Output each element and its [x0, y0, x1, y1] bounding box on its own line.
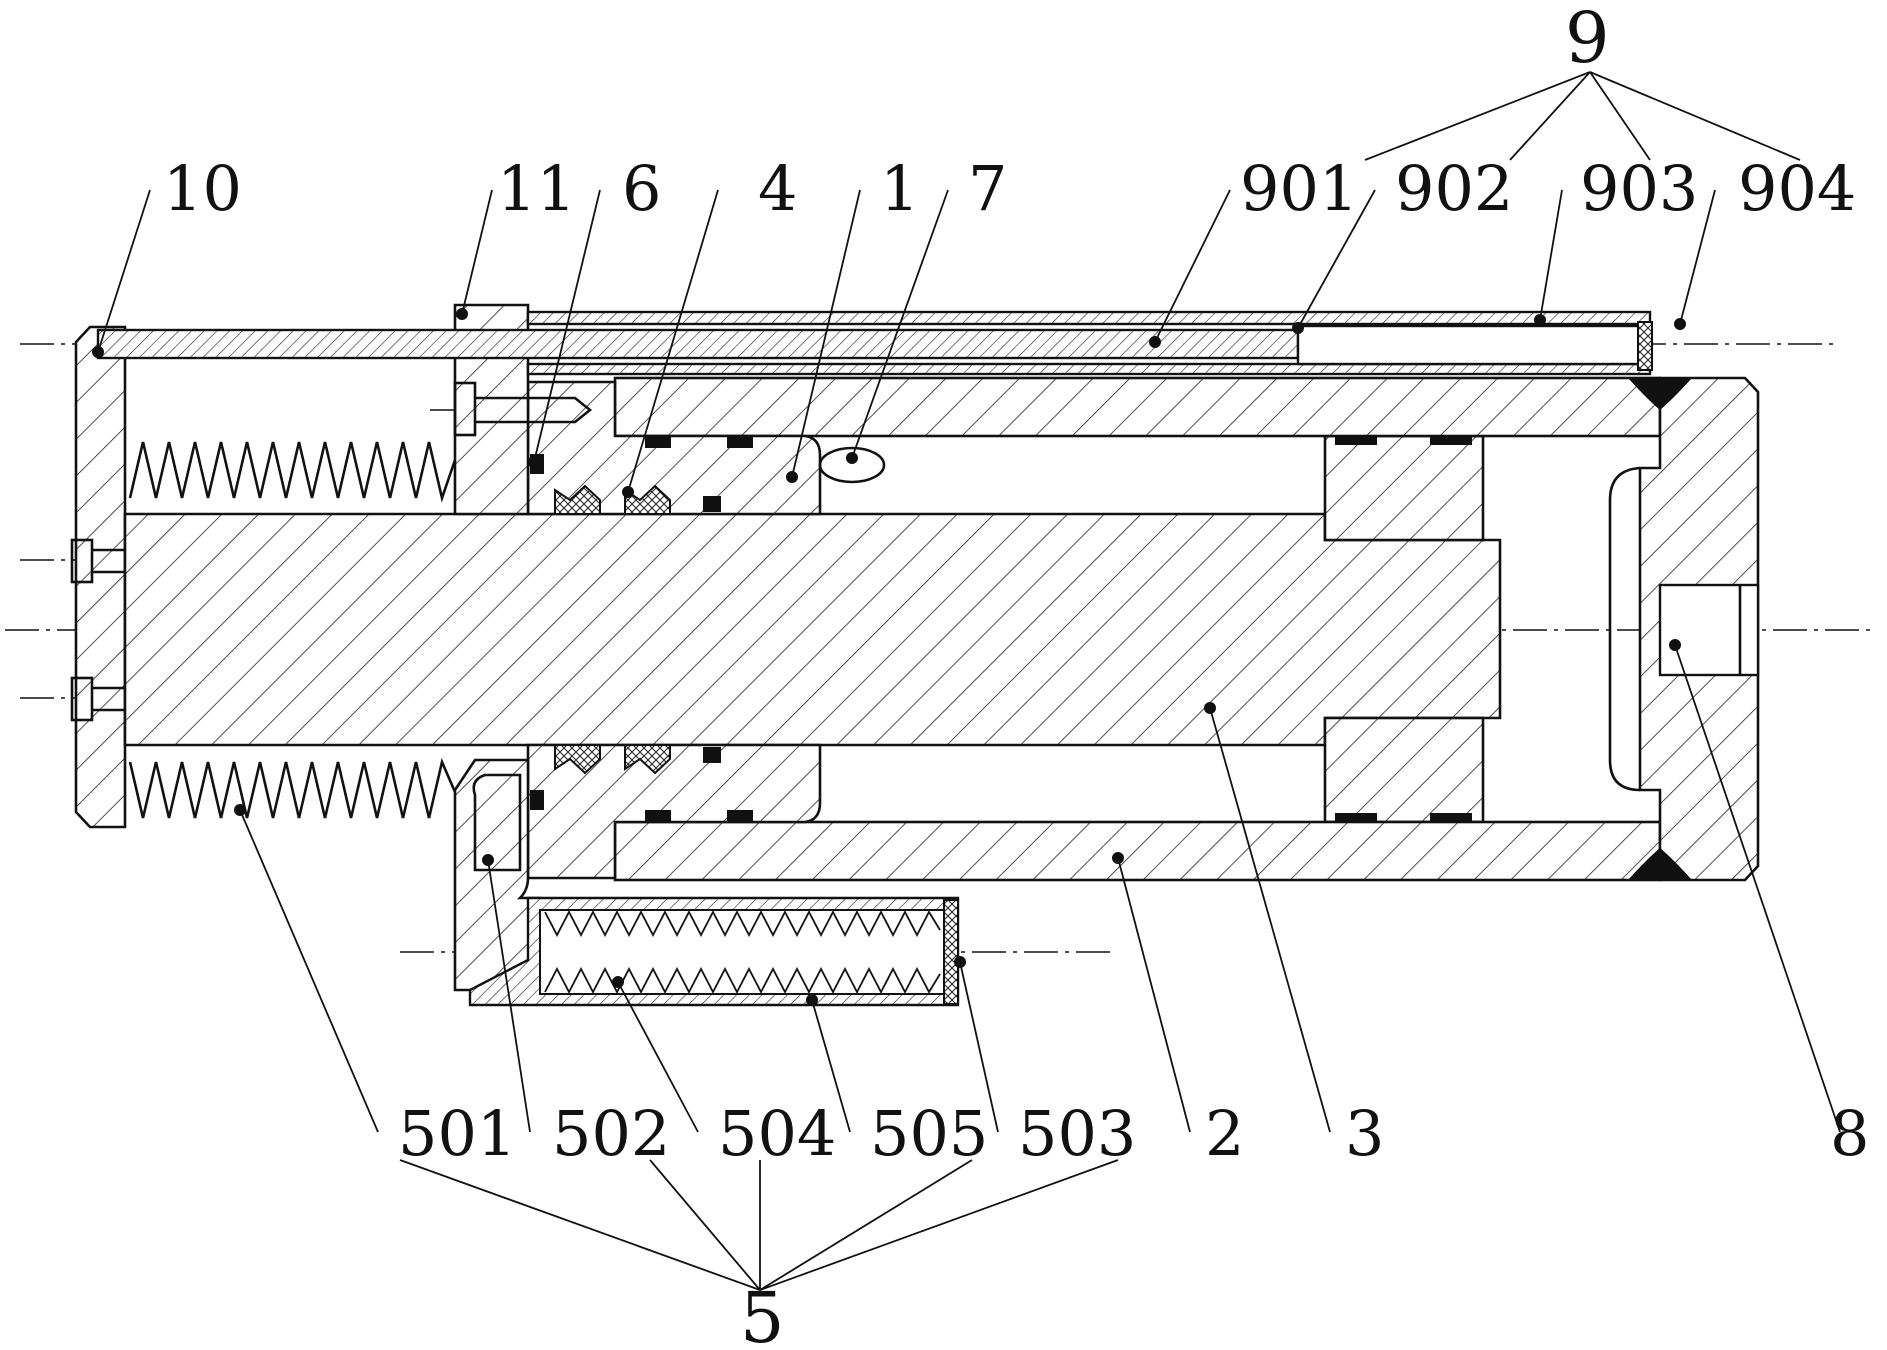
label-7: 7 [968, 152, 1007, 225]
end-cap-port [1658, 583, 1760, 677]
u-cup-seals-4 [554, 484, 671, 775]
label-904: 904 [1738, 152, 1856, 225]
guide-sleeve-lower [526, 743, 822, 880]
guide-rod-901 [96, 328, 1300, 360]
piston-rod-3 [123, 512, 1502, 747]
oil-hole-7 [818, 446, 886, 484]
bellows-upper [128, 441, 457, 503]
label-503: 503 [1018, 1097, 1136, 1170]
accumulator-bore [539, 909, 951, 995]
leader-lines [92, 71, 1841, 1291]
label-902: 902 [1395, 152, 1513, 225]
flange-bolt [453, 381, 593, 437]
guide-sleeve-902 [1296, 324, 1652, 366]
label-8: 8 [1830, 1097, 1869, 1170]
label-6: 6 [622, 152, 661, 225]
label-2: 2 [1205, 1097, 1244, 1170]
label-9: 9 [1565, 0, 1610, 79]
callout-labels: 10 11 6 4 1 7 901 902 903 904 9 501 502 … [163, 0, 1869, 1350]
label-501: 501 [398, 1097, 516, 1170]
weld-beads [1628, 378, 1692, 880]
label-504: 504 [718, 1097, 836, 1170]
piston-head-lower [1323, 716, 1485, 824]
label-4: 4 [758, 152, 797, 225]
accumulator-spring-504 [544, 910, 941, 937]
bellows-lower [128, 757, 457, 819]
label-5: 5 [740, 1277, 785, 1350]
piston-head [1323, 434, 1485, 542]
label-11: 11 [497, 152, 576, 225]
label-903: 903 [1580, 152, 1698, 225]
guide-tube-lower-wall [526, 362, 1652, 376]
guide-tube-outer [526, 310, 1652, 326]
label-505: 505 [870, 1097, 988, 1170]
label-10: 10 [163, 152, 242, 225]
end-plate-10 [74, 325, 127, 829]
piston-seals [1335, 436, 1472, 822]
label-3: 3 [1345, 1097, 1384, 1170]
cylinder-barrel-bottom [613, 820, 1662, 882]
accumulator-spring-lower [544, 967, 941, 994]
end-plug-904 [1637, 321, 1653, 371]
label-502: 502 [552, 1097, 670, 1170]
cylinder-barrel-top [613, 376, 1662, 438]
label-901: 901 [1240, 152, 1358, 225]
label-1: 1 [880, 152, 919, 225]
accumulator-end-plug-503 [943, 899, 959, 1005]
